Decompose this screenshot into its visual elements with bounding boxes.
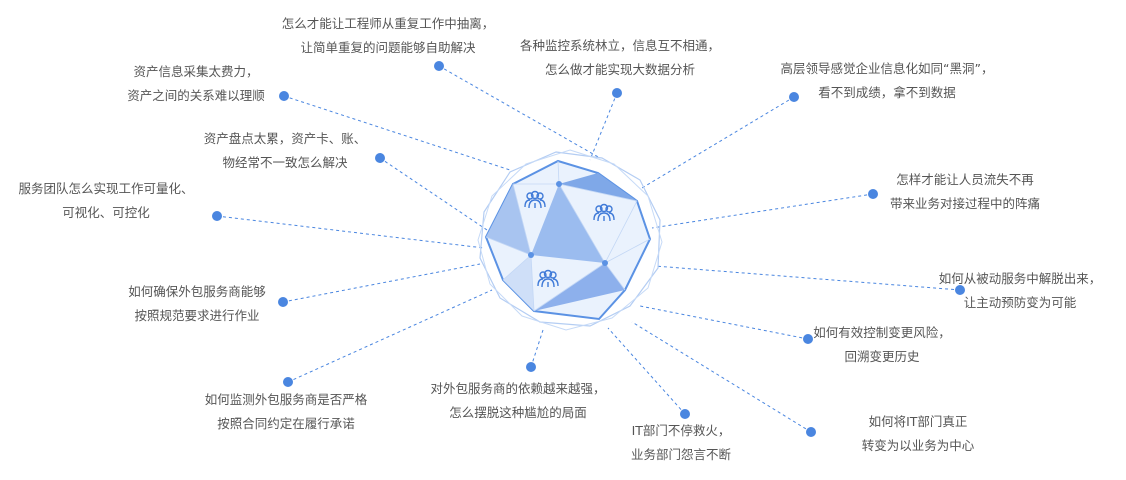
pain-point-label: 如何有效控制变更风险， 回溯变更历史 [813,321,951,369]
pain-point-text: 让简单重复的问题能够自助解决 [300,40,476,55]
facet [486,184,531,255]
pain-point-label: 怎么才能让工程师从重复工作中抽离， 让简单重复的问题能够自助解决 [282,12,495,60]
pain-point-text: 如何有效控制变更风险， [813,325,951,340]
pain-point-text: 回溯变更历史 [844,349,920,364]
endpoint-dot [955,285,965,295]
vertex-dots [528,181,608,266]
pain-point-text: 看不到成绩，拿不到数据 [818,85,956,100]
pain-point-text: 让主动预防变为可能 [963,295,1077,310]
pain-point-text: IT部门不停救火， [631,423,731,438]
pain-point-text: 带来业务对接过程中的阵痛 [889,196,1041,211]
connector-line [287,289,493,383]
pain-point-text: 对外包服务商的依赖越来越强， [430,381,606,396]
endpoint-dot [279,91,289,101]
facet [531,184,605,263]
connector-line [651,193,874,229]
facet [559,173,637,201]
pain-point-label: 怎样才能让人员流失不再带来业务对接过程中的阵痛 [890,168,1040,216]
connector-line [641,96,795,189]
connector-line [379,157,488,231]
connector-line [216,215,485,249]
endpoint-dot [803,334,813,344]
pain-point-text: 如何监测外包服务商是否严格 [204,392,368,407]
pain-point-text: 如何确保外包服务商能够 [128,284,266,299]
endpoint-dot [283,377,293,387]
outer-ring [479,151,661,327]
connector-line [530,329,544,368]
connector-line [639,305,809,340]
connector-line [631,321,812,433]
endpoint-dot [434,61,444,71]
endpoint-dot [212,211,222,221]
pain-point-label: 如何将IT部门真正转变为以业务为中心 [862,410,975,458]
endpoint-dots [212,61,965,437]
people-group-icon [524,190,546,209]
pain-point-text: 高层领导感觉企业信息化如同“黑洞”， [780,61,994,76]
pain-point-text: 按照合同约定在履行承诺 [217,416,355,431]
pain-point-label: 如何从被动服务中解脱出来， 让主动预防变为可能 [939,267,1102,315]
pain-point-label: 高层领导感觉企业信息化如同“黑洞”， 看不到成绩，拿不到数据 [781,57,994,105]
pain-point-text: 怎样才能让人员流失不再 [896,172,1034,187]
endpoint-dot [278,297,288,307]
pain-point-text: 资产盘点太累，资产卡、账、 [203,131,367,146]
pain-point-text: 怎么才能让工程师从重复工作中抽离， [281,16,495,31]
pain-point-label: 服务团队怎么实现工作可量化、可视化、可控化 [18,177,193,225]
pain-point-text: 怎么摆脱这种尴尬的局面 [449,405,587,420]
pain-point-label: 对外包服务商的依赖越来越强， 怎么摆脱这种尴尬的局面 [430,377,605,425]
pain-point-label: 如何监测外包服务商是否严格按照合同约定在履行承诺 [205,388,368,436]
connector-line [654,265,961,291]
pain-point-label: 如何确保外包服务商能够按照规范要求进行作业 [128,280,266,328]
people-group-icon [537,269,559,288]
connector-line [607,327,686,415]
endpoint-dot [806,427,816,437]
pain-point-label: 各种监控系统林立，信息互不相通， 怎么做才能实现大数据分析 [520,34,720,82]
connector-line [438,65,601,159]
pain-point-text: 资产信息采集太费力， [133,64,259,79]
endpoint-dot [789,92,799,102]
pain-point-text: 如何从被动服务中解脱出来， [938,271,1102,286]
pain-point-text: 服务团队怎么实现工作可量化、 [18,181,194,196]
pain-point-text: 业务部门怨言不断 [630,447,732,462]
connector-line [589,92,618,161]
connector-line [282,263,481,303]
outer-ring-2 [477,149,663,331]
endpoint-dot [612,88,622,98]
facet [503,255,534,311]
endpoint-dot [680,409,690,419]
facet [534,263,625,311]
mesh-lines [485,160,651,312]
pain-point-text: 如何将IT部门真正 [868,414,968,429]
pain-point-text: 物经常不一致怎么解决 [222,155,348,170]
pain-point-label: 资产盘点太累，资产卡、账、物经常不一致怎么解决 [204,127,367,175]
people-group-icon [593,203,615,222]
pain-point-label: 资产信息采集太费力， 资产之间的关系难以理顺 [127,60,265,108]
central-polygon [477,149,663,331]
pain-point-text: 按照规范要求进行作业 [134,308,260,323]
pain-point-text: 可视化、可控化 [62,205,150,220]
pain-point-text: 怎么做才能实现大数据分析 [544,62,696,77]
connector-lines [216,65,961,433]
endpoint-dot [526,362,536,372]
connector-line [283,95,511,171]
endpoint-dot [868,189,878,199]
pain-point-text: 资产之间的关系难以理顺 [127,88,265,103]
pain-point-label: IT部门不停救火， 业务部门怨言不断 [631,419,731,467]
pain-point-text: 转变为以业务为中心 [861,438,975,453]
pain-point-text: 各种监控系统林立，信息互不相通， [519,38,721,53]
endpoint-dot [375,153,385,163]
